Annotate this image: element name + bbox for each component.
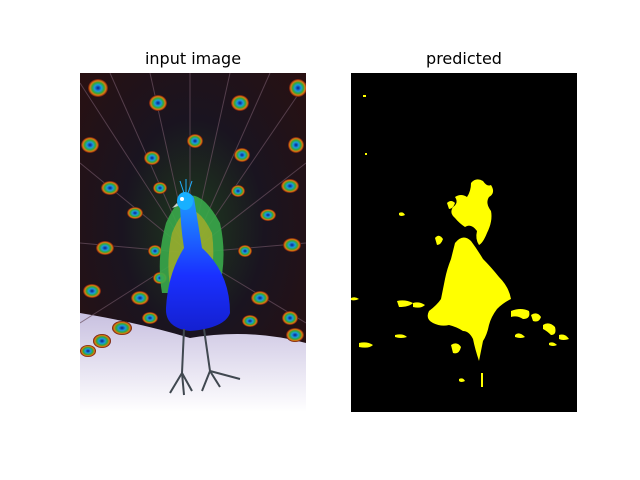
input-image-title: input image <box>144 49 242 68</box>
mask-regions <box>351 95 569 387</box>
predicted-mask-panel <box>351 73 577 412</box>
predicted-title: predicted <box>426 49 502 68</box>
input-image-panel <box>80 73 306 412</box>
peacock-image <box>80 73 306 412</box>
feather-eyes <box>80 79 306 357</box>
predicted-mask <box>351 73 577 412</box>
